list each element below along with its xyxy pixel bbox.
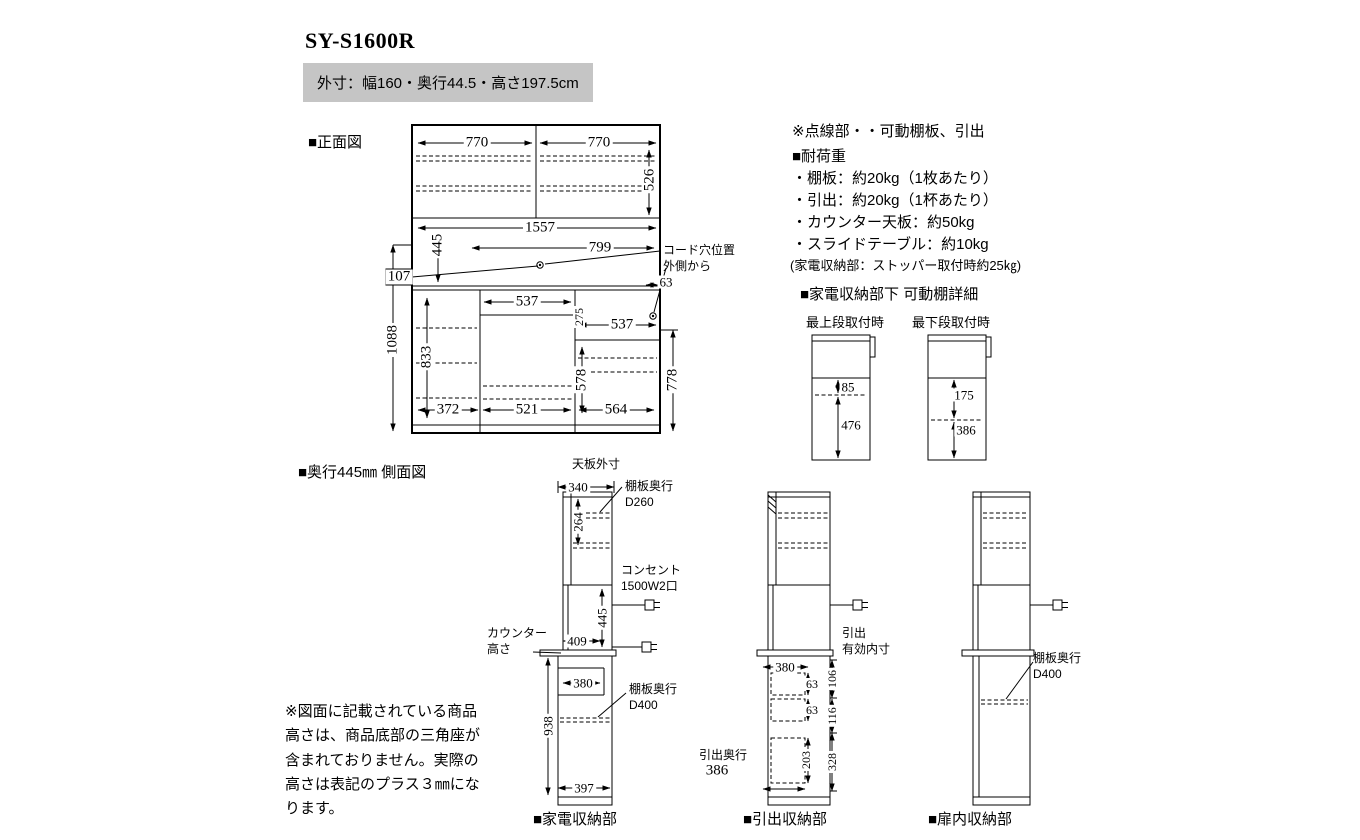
dim-409: 409 <box>565 633 589 649</box>
power-plug-icon <box>830 599 868 611</box>
top-board-label: 天板外寸 <box>572 457 621 471</box>
dim-938: 938 <box>540 714 556 738</box>
load-item-slide-table: ・スライドテーブル：約10kg <box>792 236 989 253</box>
counter-and-lower-cabinet <box>961 649 1035 806</box>
dim-386: 386 <box>703 762 731 779</box>
cabinet-outline <box>411 124 661 434</box>
dim-537-b: 537 <box>608 316 636 333</box>
shelf-detail-bottom-position-drawing <box>927 334 992 461</box>
dim-445: 445 <box>429 231 446 259</box>
dim-386-detail: 386 <box>954 422 978 438</box>
dim-106: 106 <box>825 668 839 690</box>
dim-833: 833 <box>418 343 435 371</box>
load-capacity-title: ■耐荷重 <box>792 148 847 165</box>
upper-cabinet <box>562 486 623 586</box>
dotted-line-note: ※点線部・・可動棚板、引出 <box>792 123 985 140</box>
dim-1557: 1557 <box>523 219 557 236</box>
dim-203: 203 <box>799 749 813 771</box>
shelf-detail-top-position-drawing <box>811 334 876 461</box>
shelf-detail-left-caption: 最上段取付時 <box>806 315 885 330</box>
shelf-depth-d260-label: 棚板奥行 D260 <box>625 479 674 509</box>
counter-space <box>972 585 1031 650</box>
shelf-depth-d400-label-appliance: 棚板奥行 D400 <box>629 682 678 712</box>
counter-height-label: カウンター 高さ <box>487 626 548 656</box>
drawer-inner-dim-label: 引出 有効内寸 <box>842 626 891 656</box>
shelf-detail-title: ■家電収納部下 可動棚詳細 <box>800 286 979 303</box>
counter-space <box>767 585 831 650</box>
outlet-label: コンセント 1500W2口 <box>621 563 682 593</box>
dim-85: 85 <box>839 379 857 395</box>
shelf-detail-right-caption: 最下段取付時 <box>912 315 991 330</box>
dim-770-right: 770 <box>585 134 613 151</box>
dim-107: 107 <box>385 268 413 285</box>
dim-264: 264 <box>570 510 586 534</box>
appliance-unit-caption: ■家電収納部 <box>533 811 618 828</box>
dim-380-drawer: 380 <box>773 659 797 675</box>
upper-cabinet <box>767 491 831 586</box>
dim-63-b: 63 <box>804 703 820 717</box>
dim-63-a: 63 <box>804 677 820 691</box>
dim-372: 372 <box>434 401 462 418</box>
load-item-appliance: (家電収納部：ストッパー取付時約25㎏) <box>790 258 1022 273</box>
dim-397: 397 <box>572 780 596 796</box>
dim-116: 116 <box>825 705 839 727</box>
dim-380-appliance: 380 <box>571 675 595 691</box>
front-view-label: ■正面図 <box>308 134 363 151</box>
shelf-depth-d400-label-door: 棚板奥行 D400 <box>1033 651 1082 681</box>
power-plug-icon <box>612 599 660 653</box>
dim-340: 340 <box>566 479 590 495</box>
load-item-counter: ・カウンター天板：約50kg <box>792 214 975 231</box>
dim-63-front: 63 <box>657 274 675 290</box>
dim-175: 175 <box>952 387 976 403</box>
load-item-drawer: ・引出：約20kg（1杯あたり） <box>792 192 998 209</box>
load-item-shelf: ・棚板：約20kg（1枚あたり） <box>792 170 998 187</box>
dim-521: 521 <box>513 401 541 418</box>
cord-hole-markers <box>385 250 667 320</box>
dim-799: 799 <box>586 239 614 256</box>
door-unit-caption: ■扉内収納部 <box>928 811 1013 828</box>
drawer-depth-label: 引出奥行 <box>699 748 748 762</box>
dim-275: 275 <box>572 306 586 328</box>
page-title: SY-S1600R <box>305 28 416 53</box>
dim-526: 526 <box>641 166 658 194</box>
height-footnote: ※図面に記載されている商品高さは、商品底部の三角座が含まれておりません。実際の高… <box>285 703 481 818</box>
dim-445-side: 445 <box>594 606 610 630</box>
dim-578: 578 <box>573 366 590 394</box>
dim-476: 476 <box>839 417 863 433</box>
side-view-door-drawing <box>961 491 1068 806</box>
upper-cabinet <box>972 491 1031 586</box>
outer-dimensions-box: 外寸：幅160・奥行44.5・高さ197.5cm <box>303 63 593 102</box>
dim-537-a: 537 <box>513 293 541 310</box>
drawer-unit-caption: ■引出収納部 <box>743 811 828 828</box>
front-view-drawing <box>385 124 678 434</box>
dim-328: 328 <box>825 751 839 773</box>
dim-778: 778 <box>664 366 681 394</box>
dim-770-left: 770 <box>463 134 491 151</box>
side-view-label: ■奥行445㎜ 側面図 <box>298 464 427 481</box>
cord-hole-note: コード穴位置 外側から <box>663 243 736 273</box>
dim-564: 564 <box>602 401 630 418</box>
dim-1088: 1088 <box>384 323 401 357</box>
power-plug-icon <box>1030 599 1068 611</box>
